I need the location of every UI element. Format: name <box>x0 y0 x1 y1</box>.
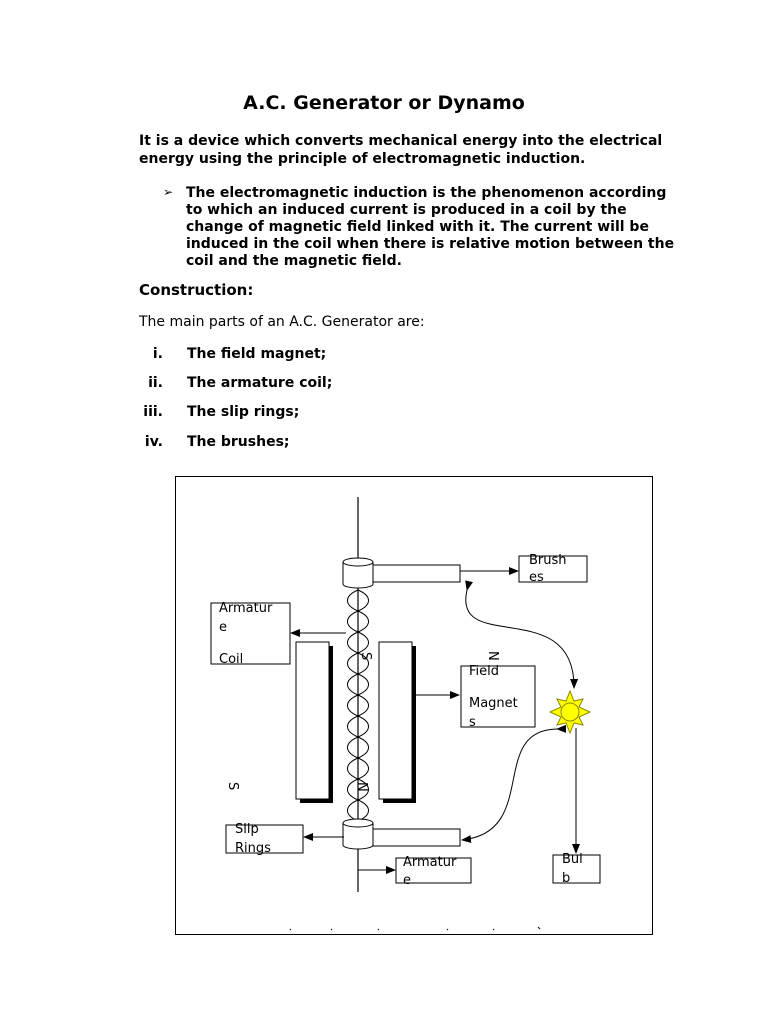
bulb-label: Bul <box>562 852 583 867</box>
armature-coil-label: e <box>219 620 227 635</box>
wire-top-to-bulb <box>465 580 579 689</box>
pole-n-label: N <box>354 782 369 792</box>
list-text: The armature coil; <box>187 375 333 391</box>
armature-coil-label: Coil <box>219 652 243 667</box>
list-number: iv. <box>144 434 163 450</box>
page-title: A.C. Generator or Dynamo <box>243 92 525 114</box>
field-magnet-left <box>295 641 333 803</box>
list-text: The field magnet; <box>187 346 327 362</box>
armature-label: e <box>403 873 411 888</box>
pole-s-label: S <box>358 652 373 660</box>
armature-label-box <box>395 857 472 884</box>
list-number: ii. <box>148 375 163 391</box>
field-magnets-label: Magnet <box>469 696 518 711</box>
bulb-icon <box>548 689 592 735</box>
parts-intro: The main parts of an A.C. Generator are: <box>139 314 425 330</box>
bulb-label-box <box>552 854 601 884</box>
brushes-label: Brush <box>529 553 567 568</box>
brush-top <box>372 564 461 583</box>
brushes-label: es <box>529 570 544 585</box>
armature-coil-label: Armatur <box>219 601 273 616</box>
slip-ring-bottom <box>342 818 374 850</box>
construction-heading: Construction: <box>139 281 254 299</box>
armature-label: Armatur <box>403 855 457 870</box>
arrow-bullet-icon: ➢ <box>163 185 174 199</box>
brushes-label-box <box>518 555 588 583</box>
slip-rings-label: Rings <box>235 841 271 856</box>
diagram-frame <box>175 476 653 935</box>
bullet-text: The electromagnetic induction is the phe… <box>186 185 675 269</box>
field-magnets-label: Field <box>469 664 499 679</box>
brush-bottom <box>372 828 461 847</box>
field-magnets-label: s <box>469 715 476 730</box>
list-text: The slip rings; <box>187 404 300 420</box>
field-magnet-right <box>378 641 416 803</box>
list-number: iii. <box>143 404 163 420</box>
pole-n-label: N <box>485 651 500 661</box>
cut-off-text-marks <box>289 926 541 931</box>
bulb-label: b <box>562 871 570 886</box>
list-number: i. <box>152 346 163 362</box>
coil-helix <box>347 589 369 822</box>
pole-s-label: S <box>225 782 240 790</box>
list-text: The brushes; <box>187 434 290 450</box>
ac-generator-diagram: Brush es Armatur e Coil Field Magnet s S… <box>175 476 653 935</box>
wire-bulb-to-bottom <box>461 724 567 844</box>
slip-rings-label: Slip <box>235 822 259 837</box>
slip-ring-top <box>342 557 374 589</box>
intro-paragraph: It is a device which converts mechanical… <box>139 133 663 167</box>
